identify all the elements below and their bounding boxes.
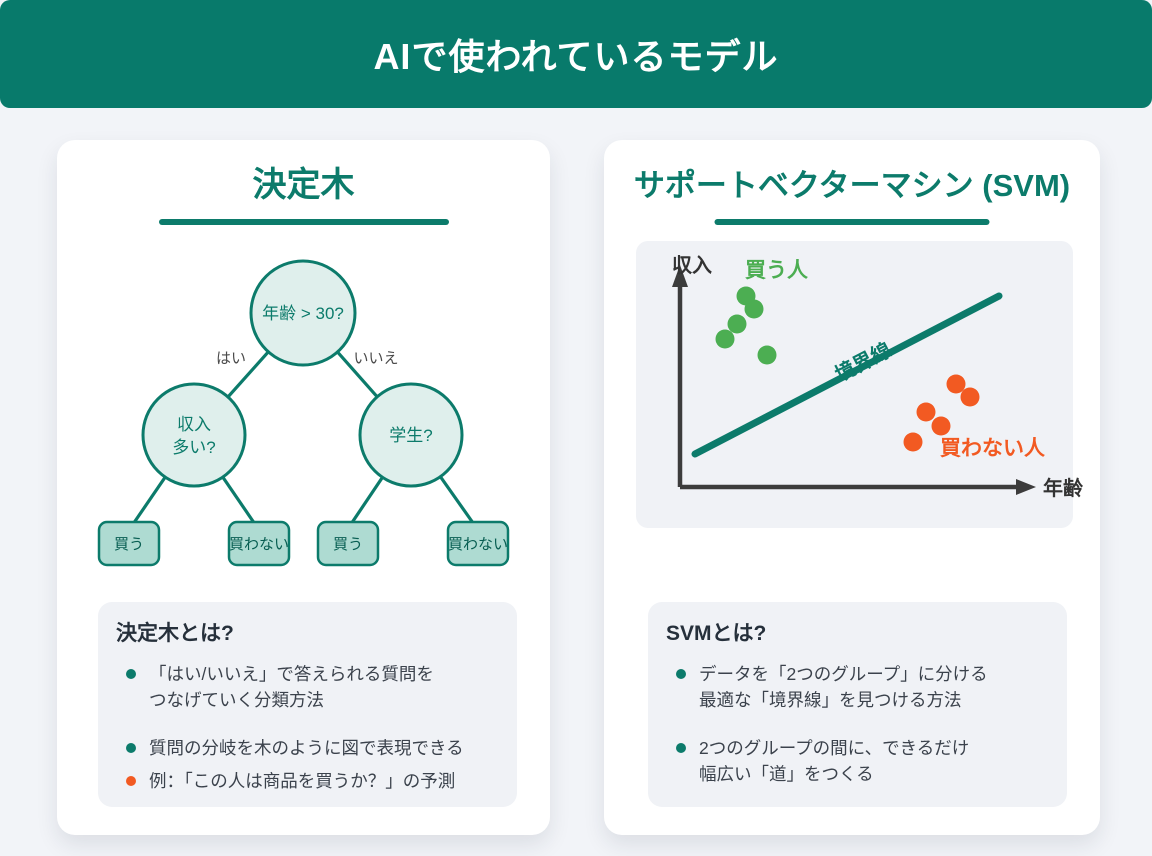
list-item: 例：「この人は商品を買うか？」の予測 bbox=[116, 768, 499, 794]
x-axis-arrow-icon bbox=[1016, 479, 1036, 495]
left-node-circle bbox=[141, 382, 247, 488]
right-node-circle bbox=[358, 382, 464, 488]
svm-info-title: SVMとは? bbox=[666, 622, 767, 645]
list-item: 質問の分岐を木のように図で表現できる bbox=[116, 735, 499, 761]
svm-card: サポートベクターマシン (SVM) bbox=[604, 140, 1100, 835]
edge-label-yes: はい bbox=[216, 350, 246, 367]
bullet-text: 2つのグループの間に、できるだけ 幅広い「道」をつくる bbox=[699, 737, 970, 784]
svm-chart-panel: 収入 年齢 買う人 買わない人 境界線 bbox=[636, 241, 1084, 528]
list-item: データを「2つのグループ」に分ける 最適な「境界線」を見つける方法 bbox=[666, 661, 1049, 714]
root-node-circle bbox=[249, 259, 357, 367]
y-axis-arrow-icon bbox=[672, 265, 688, 287]
y-axis-label: 収入 bbox=[672, 254, 712, 277]
title-underline bbox=[714, 219, 990, 225]
page-header: AIで使われているモデル bbox=[0, 0, 1152, 108]
right-node-label: 学生? bbox=[389, 426, 432, 445]
bullet-text: データを「2つのグループ」に分ける 最適な「境界線」を見つける方法 bbox=[699, 664, 988, 711]
axes bbox=[677, 285, 1020, 490]
leaf-label-buy-1: 買う bbox=[114, 536, 144, 553]
left-node-label-line1: 収入 bbox=[177, 415, 211, 434]
list-item: 2つのグループの間に、できるだけ 幅広い「道」をつくる bbox=[666, 735, 1049, 788]
bullet-text: 質問の分岐を木のように図で表現できる bbox=[149, 737, 464, 758]
bullet-text: 「はい/いいえ」で答えられる質問を つなげていく分類方法 bbox=[149, 664, 434, 711]
leaf-label-buy-2: 買う bbox=[333, 536, 363, 553]
bullet-dot-icon bbox=[126, 669, 136, 679]
x-axis-label: 年齢 bbox=[1043, 476, 1084, 500]
svm-scatter-plot: 収入 年齢 買う人 買わない人 境界線 bbox=[672, 254, 1084, 500]
svm-card-title: サポートベクターマシン (SVM) bbox=[633, 168, 1071, 203]
list-item: 「はい/いいえ」で答えられる質問を つなげていく分類方法 bbox=[116, 661, 499, 714]
edge-label-no: いいえ bbox=[353, 350, 398, 367]
bullet-dot-icon bbox=[126, 742, 136, 753]
boundary-line-label: 境界線 bbox=[831, 338, 895, 387]
decision-tree-card: 決定木 年齢 > 30? 収入 多い? 学生? はい いいえ 買う 買わない bbox=[57, 140, 550, 835]
bullet-dot-icon bbox=[126, 775, 136, 786]
buyers-cluster bbox=[715, 286, 777, 365]
bullet-dot-icon bbox=[676, 742, 686, 753]
leaf-boxes bbox=[97, 520, 510, 567]
non-buyers-label: 買わない人 bbox=[940, 437, 1045, 460]
bullet-dot-icon bbox=[676, 669, 686, 679]
title-underline bbox=[158, 219, 449, 225]
non-buyers-cluster bbox=[903, 374, 980, 452]
leaf-label-nobuy-2: 買わない bbox=[448, 536, 508, 553]
decision-boundary-line bbox=[691, 292, 1003, 458]
decision-tree-diagram: 年齢 > 30? 収入 多い? 学生? はい いいえ 買う 買わない 買う 買わ… bbox=[97, 259, 510, 567]
leaf-labels: 買う 買わない 買う 買わない bbox=[114, 536, 508, 553]
buyers-label: 買う人 bbox=[745, 259, 808, 282]
leaf-label-nobuy-1: 買わない bbox=[229, 536, 289, 553]
decision-tree-info-title: 決定木とは? bbox=[116, 622, 234, 645]
bullet-text: 例：「この人は商品を買うか？」の予測 bbox=[149, 770, 456, 791]
left-node-label-line2: 多い? bbox=[172, 438, 215, 457]
decision-tree-info-box: 決定木とは? 「はい/いいえ」で答えられる質問を つなげていく分類方法 質問の分… bbox=[98, 602, 517, 807]
decision-tree-card-title: 決定木 bbox=[252, 166, 355, 204]
page-title: AIで使われているモデル bbox=[373, 36, 779, 77]
root-node-label: 年齢 > 30? bbox=[262, 304, 344, 323]
svm-info-box: SVMとは? データを「2つのグループ」に分ける 最適な「境界線」を見つける方法… bbox=[648, 602, 1067, 807]
